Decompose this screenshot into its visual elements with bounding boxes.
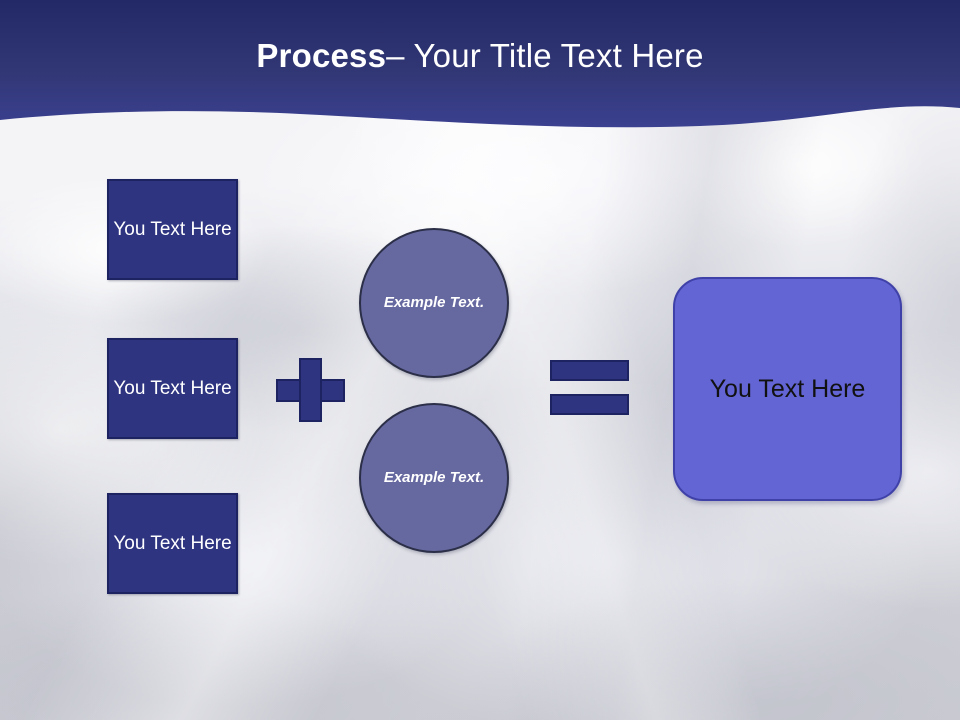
example-circle-1[interactable]: Example Text.: [359, 228, 509, 378]
slide-title: Process – Your Title Text Here: [0, 0, 960, 112]
example-circle-2[interactable]: Example Text.: [359, 403, 509, 553]
input-box-3-label: You Text Here: [113, 532, 232, 554]
input-box-2[interactable]: You Text Here: [107, 338, 238, 439]
plus-icon: [276, 358, 345, 422]
input-box-3[interactable]: You Text Here: [107, 493, 238, 594]
slide-title-emphasis: Process: [256, 37, 387, 74]
equals-icon-top-bar: [550, 360, 629, 381]
input-box-1-label: You Text Here: [113, 218, 232, 240]
example-circle-2-label: Example Text.: [383, 469, 485, 486]
input-box-1[interactable]: You Text Here: [107, 179, 238, 280]
example-circle-1-label: Example Text.: [383, 294, 485, 311]
equals-icon-bottom-bar: [550, 394, 629, 415]
input-box-2-label: You Text Here: [113, 377, 232, 399]
plus-icon-center-fill: [301, 381, 320, 400]
result-box[interactable]: You Text Here: [673, 277, 902, 501]
equals-icon: [550, 360, 629, 415]
slide-title-remainder: – Your Title Text Here: [386, 37, 704, 74]
result-box-label: You Text Here: [709, 374, 866, 403]
